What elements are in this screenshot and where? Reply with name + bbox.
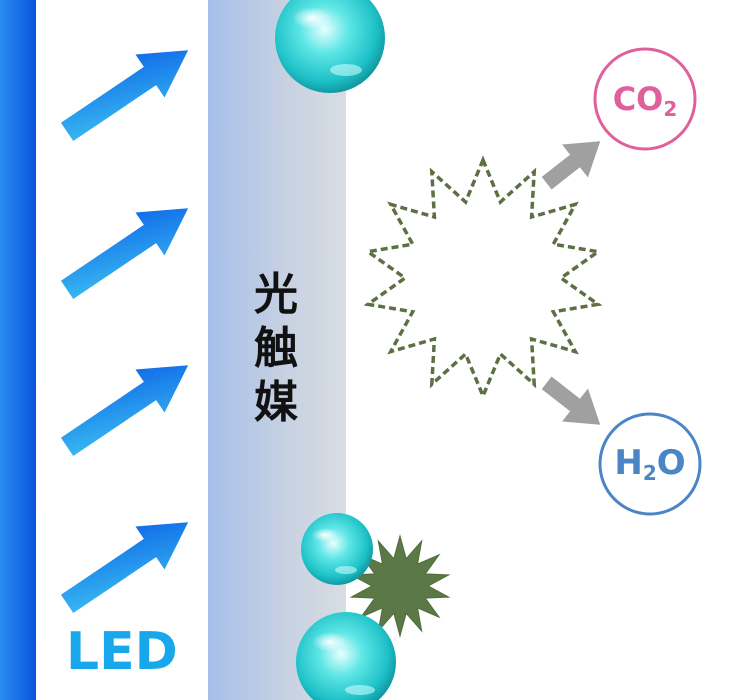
arrow-to-h2o-icon bbox=[534, 366, 613, 441]
h2o-label: H2O bbox=[600, 443, 700, 493]
photocatalyst-char-3: 媒 bbox=[248, 376, 304, 430]
arrow-up-right-icon bbox=[53, 29, 203, 154]
photocatalyst-char-1: 光 bbox=[248, 268, 304, 322]
light-arrows bbox=[53, 29, 203, 626]
product-arrows bbox=[534, 125, 613, 441]
arrow-up-right-icon bbox=[53, 187, 203, 312]
arrow-up-right-icon bbox=[53, 501, 203, 626]
led-label: LED bbox=[66, 622, 178, 682]
arrow-to-co2-icon bbox=[534, 125, 613, 200]
photocatalyst-char-2: 触 bbox=[248, 322, 304, 376]
sphere-icon bbox=[301, 513, 373, 585]
arrow-up-right-icon bbox=[53, 344, 203, 469]
photocatalyst-label: 光 触 媒 bbox=[248, 268, 304, 430]
bubble-middle bbox=[301, 513, 373, 585]
spiky-starburst-dashed-icon bbox=[368, 160, 598, 396]
led-strip bbox=[0, 0, 36, 700]
co2-label: CO2 bbox=[595, 80, 695, 128]
